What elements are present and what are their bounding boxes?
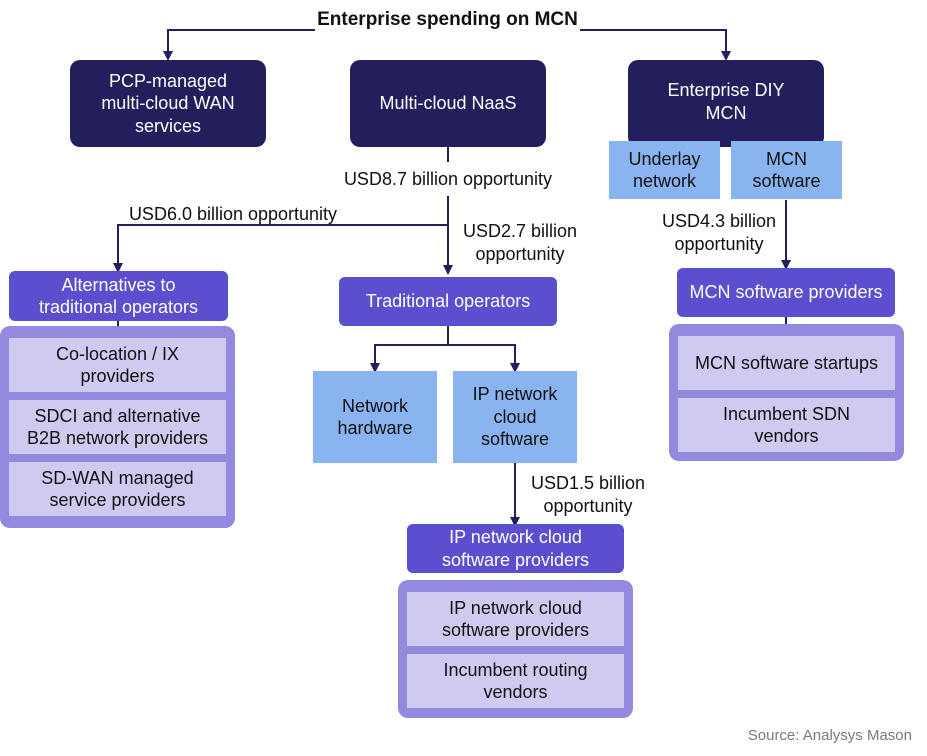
naas-opportunity-label: USD8.7 billion opportunity — [343, 169, 553, 189]
network-hardware-box: Network hardware — [313, 371, 437, 463]
arrow-to-pcp — [163, 29, 315, 61]
enterprise-diy-box: Enterprise DIY MCN — [628, 60, 824, 147]
mcn-software-box: MCN software — [731, 141, 842, 199]
arrow-to-alternatives — [113, 224, 448, 273]
traditional-opportunity-label: USD2.7 billion opportunity — [462, 221, 578, 265]
mcn-software-opportunity-label: USD4.3 billion opportunity — [661, 211, 777, 255]
alternatives-item: SD-WAN managed service providers — [9, 462, 226, 516]
alternatives-frame: Co-location / IX providers SDCI and alte… — [0, 326, 235, 528]
multi-cloud-naas-box: Multi-cloud NaaS — [350, 60, 546, 147]
mcn-providers-frame: MCN software startups Incumbent SDN vend… — [669, 324, 904, 461]
arrow-to-network-hardware — [370, 326, 449, 373]
alternatives-header: Alternatives to traditional operators — [9, 271, 228, 321]
ip-cloud-opportunity-label: USD1.5 billion opportunity — [530, 473, 646, 517]
arrow-to-ip-cloud-software — [448, 344, 520, 373]
mcn-software-providers-header: MCN software providers — [677, 268, 895, 317]
source-note: Source: Analysys Mason — [747, 727, 912, 744]
ip-cloud-providers-item: Incumbent routing vendors — [407, 654, 624, 708]
ip-cloud-providers-item: IP network cloud software providers — [407, 592, 624, 646]
ip-network-cloud-software-box: IP network cloud software — [453, 371, 577, 463]
alternatives-item: SDCI and alternative B2B network provide… — [9, 400, 226, 454]
ip-cloud-providers-header: IP network cloud software providers — [407, 524, 624, 573]
alternatives-item: Co-location / IX providers — [9, 338, 226, 392]
diagram-title: Enterprise spending on MCN — [317, 9, 578, 30]
traditional-operators-box: Traditional operators — [339, 277, 557, 326]
ip-cloud-providers-frame: IP network cloud software providers Incu… — [398, 580, 633, 718]
pcp-managed-box: PCP-managed multi-cloud WAN services — [70, 60, 266, 147]
mcn-providers-item: MCN software startups — [678, 336, 895, 390]
underlay-network-box: Underlay network — [609, 141, 720, 199]
arrow-to-diy — [580, 29, 731, 61]
alternatives-opportunity-label: USD6.0 billion opportunity — [128, 204, 338, 224]
mcn-providers-item: Incumbent SDN vendors — [678, 398, 895, 452]
